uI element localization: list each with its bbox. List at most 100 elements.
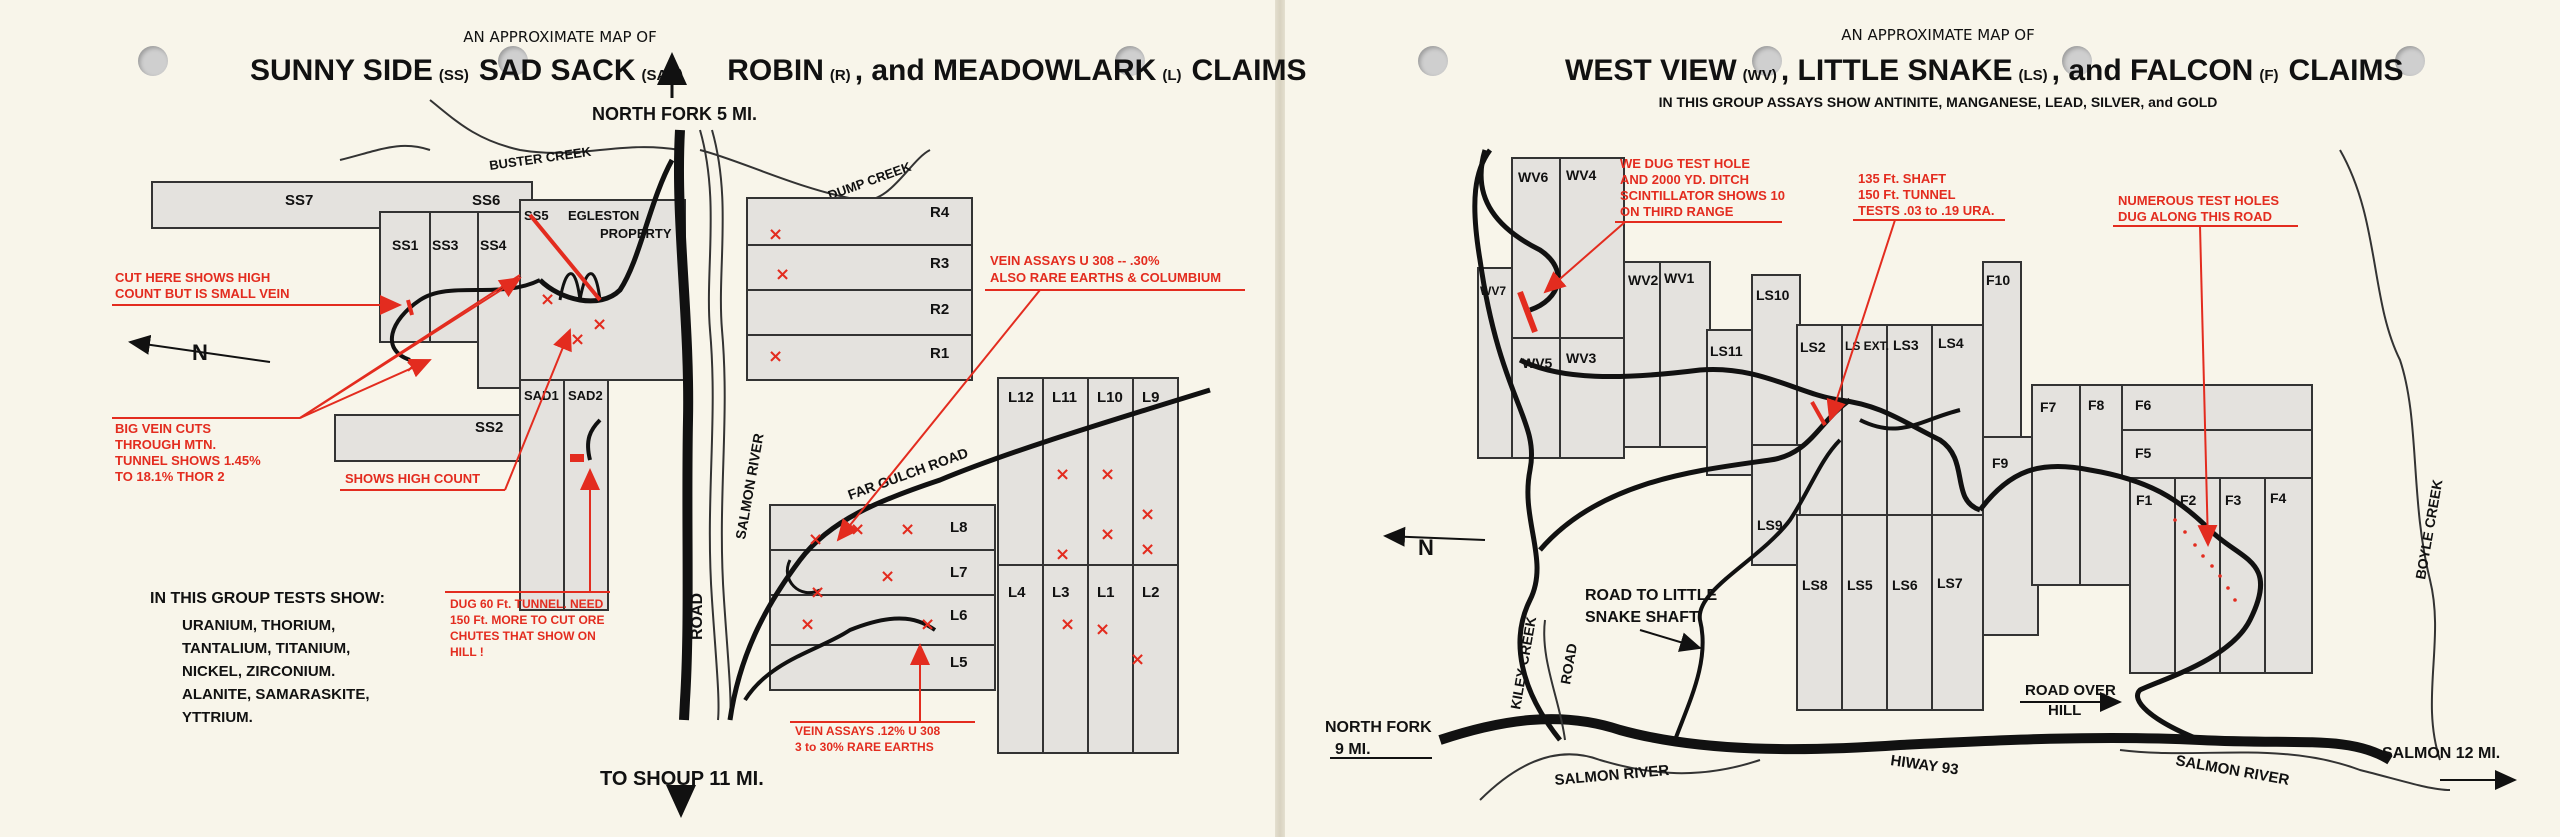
- main-road-line: [673, 129, 694, 721]
- hiway-93-line: [1438, 714, 2393, 765]
- ditch-mark: [1517, 290, 1538, 334]
- claim-label: R2: [930, 301, 949, 318]
- claim-label: SS1: [392, 237, 419, 253]
- left-map: AN APPROXIMATE MAP OF SUNNY SIDE(SS)SAD …: [112, 28, 1306, 818]
- claim-label: F5: [2135, 445, 2152, 461]
- claim-label: F4: [2270, 490, 2287, 506]
- claim-label: LS6: [1892, 577, 1918, 593]
- claim-ss2: [334, 414, 521, 462]
- claim-label: L12: [1008, 389, 1034, 406]
- test-item: ALANITE, SAMARASKITE,: [182, 686, 370, 703]
- vein-assays-top-note: VEIN ASSAYS U 308 -- .30%ALSO RARE EARTH…: [990, 253, 1221, 285]
- svg-text:×: ×: [768, 346, 783, 367]
- salmon-river-line: [699, 129, 720, 721]
- claim-label: LS9: [1757, 517, 1783, 533]
- test-item: NICKEL, ZIRCONIUM.: [182, 663, 335, 680]
- claims-l5-l8: [769, 504, 996, 691]
- north-letter-right: N: [1418, 535, 1434, 560]
- far-gulch-road: [727, 387, 1211, 721]
- svg-text:×: ×: [880, 566, 895, 587]
- switchback-road: [558, 272, 602, 301]
- punch-hole: [138, 46, 168, 76]
- claim-label: F10: [1986, 272, 2010, 288]
- salmon-river-right-label: SALMON RIVER: [1554, 762, 1670, 789]
- punch-hole: [2062, 46, 2092, 76]
- test-item: TANTALIUM, TITANIUM,: [182, 640, 350, 657]
- property-label: PROPERTY: [600, 226, 672, 241]
- tunnel-road: [586, 418, 602, 461]
- claim-wv7: [1477, 267, 1513, 459]
- left-claims: [151, 181, 1179, 754]
- kiley-creek-line: [1543, 619, 1566, 741]
- claim-label: F6: [2135, 397, 2152, 413]
- claim-label: L9: [1142, 389, 1160, 406]
- meadowlark-road: [743, 616, 937, 702]
- claim-label: L7: [950, 564, 968, 581]
- little-snake-road: [1518, 357, 1982, 513]
- right-map: AN APPROXIMATE MAP OF WEST VIEW(WV), LIT…: [1325, 26, 2517, 801]
- salmon-river-line: [2119, 749, 2451, 791]
- road-label: ROAD: [689, 593, 706, 640]
- svg-text:×: ×: [920, 614, 935, 635]
- claim-label: SS7: [285, 192, 313, 209]
- right-subtitle: AN APPROXIMATE MAP OF: [1841, 26, 2034, 44]
- egleston-road: [538, 158, 675, 304]
- punch-hole: [498, 46, 528, 76]
- claim-label: LS2: [1800, 339, 1826, 355]
- svg-text:×: ×: [1095, 619, 1110, 640]
- svg-text:×: ×: [810, 582, 825, 603]
- assays-line: IN THIS GROUP ASSAYS SHOW ANTINITE, MANG…: [1659, 94, 2218, 110]
- svg-text:×: ×: [808, 529, 823, 550]
- svg-text:×: ×: [900, 519, 915, 540]
- kiley-road: [1472, 148, 1562, 742]
- claim-label: L4: [1008, 584, 1026, 601]
- claims-ls5-ls8: [1796, 514, 1984, 711]
- claim-label: L1: [1097, 584, 1115, 601]
- punch-hole: [2395, 46, 2425, 76]
- claim-label: LS10: [1756, 287, 1790, 303]
- shaft-mark: [1810, 401, 1827, 426]
- claim-label: F7: [2040, 399, 2057, 415]
- north-arrow-right: [1383, 526, 1486, 547]
- egleston-label: EGLESTON: [568, 208, 639, 223]
- svg-text:×: ×: [1060, 614, 1075, 635]
- salmon-river-right-label: SALMON RIVER: [2174, 752, 2290, 789]
- tests-list: IN THIS GROUP TESTS SHOW: URANIUM, THORI…: [150, 590, 385, 726]
- test-item: URANIUM, THORIUM,: [182, 617, 335, 634]
- claim-label: SS4: [480, 237, 507, 253]
- north-arrow: [128, 334, 271, 363]
- hiway-label: HIWAY 93: [1889, 752, 1959, 778]
- claim-ls10: [1751, 274, 1801, 446]
- claim-label: L8: [950, 519, 968, 536]
- claim-label: F2: [2180, 492, 2197, 508]
- north-letter: N: [192, 340, 208, 365]
- claim-label: L2: [1142, 584, 1160, 601]
- svg-text:×: ×: [800, 614, 815, 635]
- claim-label: WV1: [1664, 270, 1695, 286]
- salmon-river-line: [1479, 753, 1761, 801]
- claim-label: F8: [2088, 397, 2105, 413]
- claim-label: F1: [2136, 492, 2153, 508]
- claim-label: SS5: [524, 208, 549, 223]
- claim-f6: [2121, 384, 2313, 438]
- dump-creek-label: DUMP CREEK: [826, 159, 914, 203]
- claim-label: R3: [930, 255, 949, 272]
- claim-label: LS3: [1893, 337, 1919, 353]
- buster-creek-label: BUSTER CREEK: [488, 144, 592, 173]
- claim-label: LS4: [1938, 335, 1964, 351]
- salmon-12-label: SALMON 12 MI.: [2382, 745, 2500, 762]
- claim-label: R1: [930, 345, 949, 362]
- claim-label: F9: [1992, 455, 2009, 471]
- claim-label: SS2: [475, 419, 503, 436]
- left-claim-labels: SS7 SS6 SS5 SS1 SS3 SS4 SAD1 SAD2 SS2 R4…: [285, 192, 1160, 671]
- right-claims: [1477, 157, 2313, 711]
